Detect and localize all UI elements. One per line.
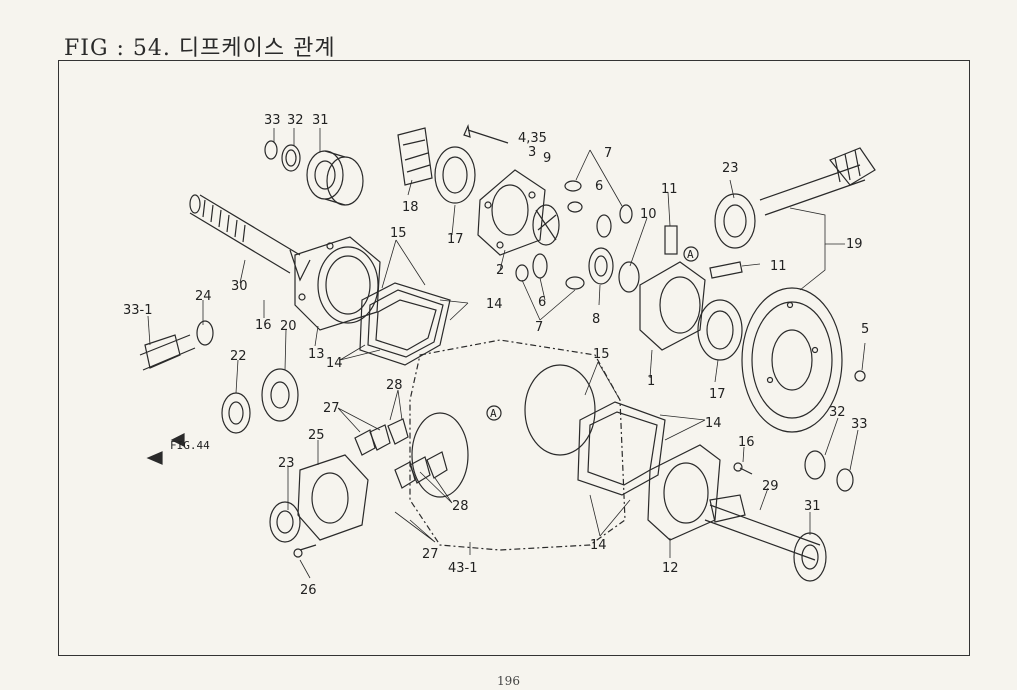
callout: 16 <box>255 318 272 333</box>
callout: 28 <box>452 499 469 514</box>
callout: 3 <box>528 145 536 160</box>
leader-lines <box>147 128 866 579</box>
callout: 23 <box>278 456 295 471</box>
marker-a: A <box>687 248 694 261</box>
case-bore <box>524 364 596 456</box>
callout: 27 <box>323 401 340 416</box>
callout: 18 <box>402 200 419 215</box>
callout: 2 <box>496 263 504 278</box>
callout: 1 <box>647 374 655 389</box>
callout: 5 <box>861 322 869 337</box>
bearing-housing-13 <box>294 236 381 331</box>
callout: 11 <box>770 259 787 274</box>
callout: 14 <box>486 297 503 312</box>
bearing-housing-12 <box>647 444 721 541</box>
fig44-reference: FIG.44 <box>170 439 210 452</box>
callout: 14 <box>705 416 722 431</box>
fig44-arrow-icon <box>146 451 163 465</box>
case-opening <box>411 412 469 498</box>
marker-a-circle <box>486 405 502 421</box>
callout: 9 <box>543 151 551 166</box>
callout: 6 <box>538 295 546 310</box>
drawing-frame <box>58 60 970 656</box>
callout: 14 <box>590 538 607 553</box>
callout: 31 <box>312 113 329 128</box>
callout: 33 <box>851 417 868 432</box>
figure-title: FIG : 54. 디프케이스 관계 <box>64 36 336 61</box>
callout: 25 <box>308 428 325 443</box>
bearing-gear-group-lower-left <box>139 320 299 434</box>
callout: 16 <box>738 435 755 450</box>
splined-shaft-30 <box>189 194 311 282</box>
callout: 8 <box>592 312 600 327</box>
callout: 33 <box>264 113 281 128</box>
callout: 14 <box>326 356 343 371</box>
transmission-case-43-1 <box>409 339 626 551</box>
arrow-icon <box>170 433 185 447</box>
page-number: 196 <box>497 674 520 688</box>
callout: 31 <box>804 499 821 514</box>
callout: 15 <box>593 347 610 362</box>
pinion-shaft-upper-right <box>759 147 876 216</box>
marker-a: A <box>490 407 497 420</box>
callout: 11 <box>661 182 678 197</box>
bearing-group-upper-left <box>264 140 364 206</box>
callout: 32 <box>829 405 846 420</box>
callout: 10 <box>640 207 657 222</box>
callout: 32 <box>287 113 304 128</box>
differential-case-1 <box>639 193 756 361</box>
marker-a-circle <box>683 246 699 262</box>
callout: 30 <box>231 279 248 294</box>
ring-gear-19 <box>741 287 843 433</box>
pinion-shaft-29 <box>704 450 854 582</box>
callout: 15 <box>390 226 407 241</box>
callout: 4,35 <box>518 131 547 146</box>
nut-5 <box>854 370 866 382</box>
spider-gears <box>515 180 640 293</box>
callout: 33-1 <box>123 303 153 318</box>
callout: 43-1 <box>448 561 478 576</box>
callout: 7 <box>535 320 543 335</box>
callout: 17 <box>447 232 464 247</box>
callout: 20 <box>280 319 297 334</box>
gasket-set-14-left <box>359 282 451 366</box>
callout: 22 <box>230 349 247 364</box>
callout: 19 <box>846 237 863 252</box>
callout: 13 <box>308 347 325 362</box>
shim-sets <box>354 418 448 489</box>
callout: 24 <box>195 289 212 304</box>
bearing-housing-25 <box>269 454 369 558</box>
callout: 7 <box>604 146 612 161</box>
callout: 23 <box>722 161 739 176</box>
callout: 12 <box>662 561 679 576</box>
callout: 29 <box>762 479 779 494</box>
callout: 28 <box>386 378 403 393</box>
callout: 26 <box>300 583 317 598</box>
gasket-set-14-right <box>577 401 666 496</box>
callout: 6 <box>595 179 603 194</box>
callout: 17 <box>709 387 726 402</box>
differential-case-parts <box>397 123 560 256</box>
callout: 27 <box>422 547 439 562</box>
